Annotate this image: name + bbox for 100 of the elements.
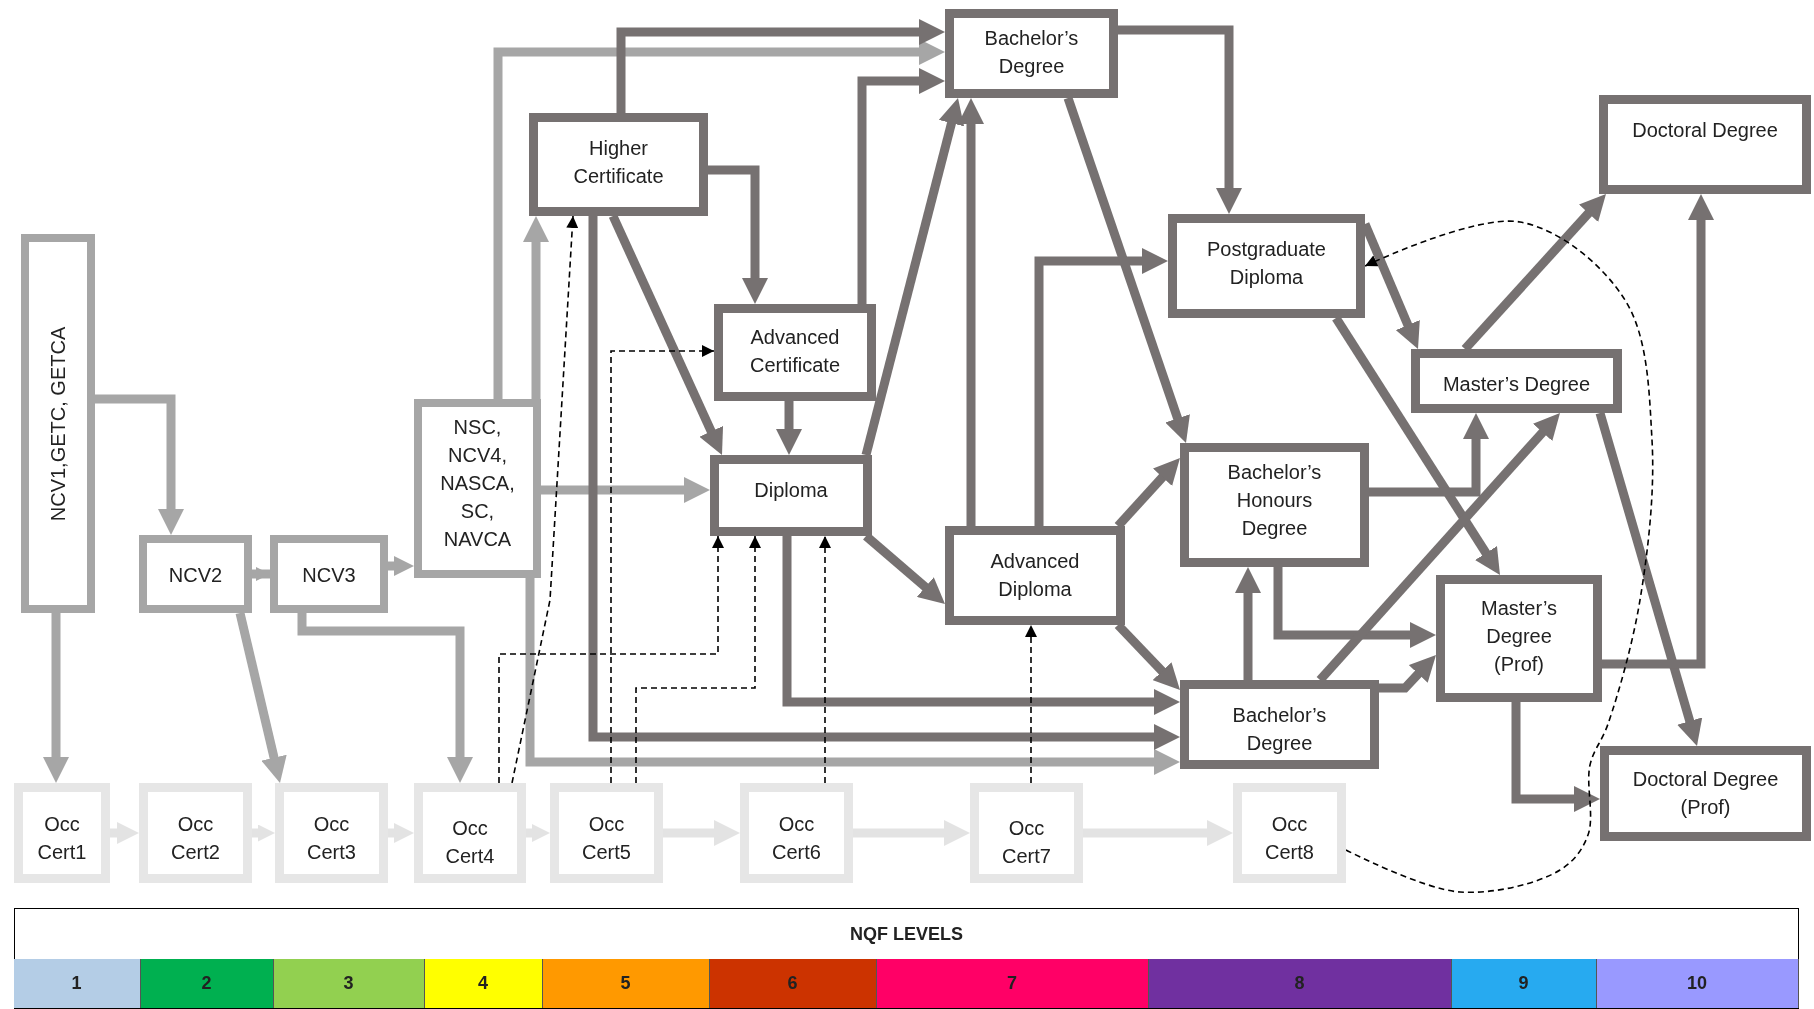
arrow [616, 19, 945, 113]
arrow [1595, 411, 1703, 746]
dashed-arrow [1025, 624, 1037, 784]
arrow [857, 68, 945, 304]
level-number: 10 [1687, 973, 1707, 994]
arrow [1118, 25, 1242, 214]
box-label: Master’s Degree (Prof) [1480, 596, 1558, 677]
arrow [776, 401, 802, 455]
level-number: 1 [71, 973, 82, 994]
certificate-box [414, 783, 526, 883]
qualification-box [1180, 680, 1379, 769]
arrow [1602, 194, 1714, 669]
arrow [95, 394, 184, 535]
arrow [663, 820, 740, 846]
box-label: Occ Cert2 [170, 812, 221, 865]
box-label: Occ Cert8 [1264, 812, 1315, 865]
arrow [252, 567, 270, 581]
arrow [526, 824, 550, 842]
level-number: 2 [201, 973, 212, 994]
level-number: 3 [343, 973, 354, 994]
qualification-box [270, 535, 388, 613]
qualification-box [1168, 214, 1365, 318]
dashed-arrow [498, 535, 724, 784]
dashed-arrow [1345, 220, 1654, 894]
dashed-arrow [610, 345, 715, 784]
arrow [110, 822, 139, 844]
certificate-box [550, 783, 663, 883]
qualification-box [710, 455, 872, 536]
box-label: NCV2 [168, 563, 223, 588]
arrow [388, 556, 414, 576]
arrow [388, 823, 414, 843]
box-label: Occ Cert1 [36, 812, 88, 865]
certificate-box [740, 783, 853, 883]
qualification-box [1180, 443, 1369, 567]
dashed-arrow [511, 215, 579, 784]
box-label: NCV1,GETC, GETCA [46, 326, 70, 521]
qualification-box [529, 113, 708, 216]
arrow [43, 613, 69, 783]
table-heading: NQF LEVELS [850, 923, 963, 945]
arrow [1379, 655, 1436, 693]
arrow [782, 536, 1180, 715]
box-label: Doctoral Degree [1632, 118, 1778, 143]
box-label: Master’s Degree [1442, 372, 1591, 397]
qualification-box [1436, 575, 1602, 702]
box-label: Doctoral Degree (Prof) [1631, 767, 1780, 820]
qualification-box [945, 526, 1125, 625]
arrow [493, 39, 945, 399]
box-label: Occ Cert5 [581, 812, 632, 865]
qualification-box [714, 304, 876, 401]
arrow [1083, 820, 1233, 846]
box-label: NCV3 [302, 563, 356, 588]
qualification-box [1411, 349, 1622, 413]
box-label: Occ Cert4 [444, 816, 496, 869]
level-number: 6 [787, 973, 798, 994]
arrow [1063, 96, 1190, 443]
arrow [541, 477, 710, 503]
box-label: Diploma [754, 478, 828, 503]
box-label: Occ Cert7 [1001, 816, 1052, 869]
arrow [588, 216, 1180, 750]
certificate-box [275, 783, 388, 883]
qualification-box [1600, 746, 1811, 841]
box-label: Bachelor’s Degree [983, 26, 1080, 79]
qualification-box [414, 399, 541, 578]
arrow [1511, 702, 1600, 812]
arrow [297, 613, 473, 783]
level-number: 9 [1518, 973, 1529, 994]
arrow [861, 98, 965, 457]
certificate-box [139, 783, 252, 883]
arrow [235, 611, 287, 783]
box-label: Bachelor’s Degree [1231, 703, 1328, 756]
arrow [608, 214, 724, 455]
dashed-arrow [819, 535, 831, 784]
box-label: Postgraduate Diploma [1206, 237, 1327, 290]
box-label: Occ Cert6 [771, 812, 822, 865]
qualification-box [139, 535, 252, 613]
arrow [1369, 413, 1489, 497]
level-number: 7 [1007, 973, 1017, 994]
level-number: 5 [620, 973, 631, 994]
qualification-box [945, 9, 1118, 98]
box-label: NSC, NCV4, NASCA, SC, NAVCA [439, 415, 516, 552]
arrow [523, 216, 549, 399]
certificate-box [970, 783, 1083, 883]
qualification-box [1599, 95, 1811, 194]
arrow [853, 820, 970, 846]
box-label: Advanced Diploma [989, 549, 1081, 602]
box-label: Bachelor’s Honours Degree [1226, 460, 1323, 541]
box-label: Higher Certificate [572, 136, 665, 189]
level-number: 4 [478, 973, 488, 994]
arrow [1235, 567, 1261, 680]
qualification-box [21, 234, 95, 613]
box-label: Advanced Certificate [749, 325, 841, 378]
certificate-box [14, 783, 110, 883]
arrow [252, 824, 275, 842]
arrow [708, 165, 768, 304]
arrow [1273, 567, 1436, 648]
box-label: Occ Cert3 [306, 812, 357, 865]
arrow [525, 578, 1180, 775]
certificate-box [1233, 783, 1346, 883]
dashed-arrow [635, 535, 761, 784]
level-number: 8 [1294, 973, 1305, 994]
